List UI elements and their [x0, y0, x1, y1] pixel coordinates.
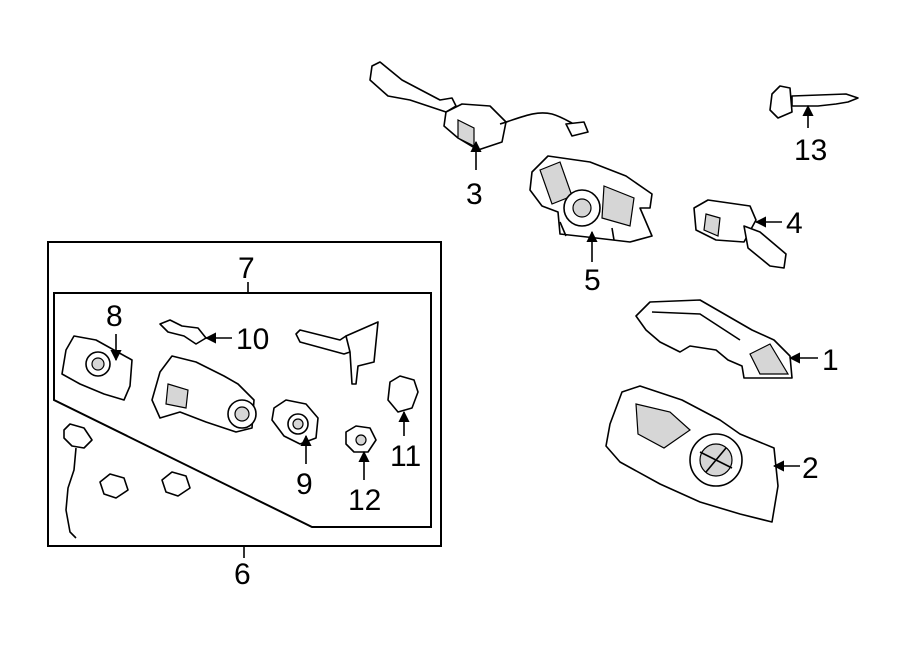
- callout-1: 1: [822, 344, 839, 377]
- ignition-lock-body[interactable]: [151, 355, 257, 433]
- callout-13: 13: [794, 134, 827, 167]
- callout-7: 7: [238, 252, 255, 285]
- callout-3: 3: [466, 178, 483, 211]
- part-12-ring[interactable]: [345, 425, 377, 453]
- part-5-switch-body[interactable]: [529, 155, 653, 243]
- part-4-wiper-switch[interactable]: [693, 199, 787, 269]
- small-sensor-a[interactable]: [99, 473, 129, 499]
- callout-8: 8: [106, 300, 123, 333]
- part-10-clip[interactable]: [159, 319, 207, 345]
- part-2-lower-column-cover[interactable]: [605, 385, 779, 523]
- callout-10: 10: [236, 323, 269, 356]
- part-9-cylinder-bezel[interactable]: [271, 399, 319, 445]
- callout-5: 5: [584, 264, 601, 297]
- small-sensor-b[interactable]: [161, 471, 191, 497]
- callout-12: 12: [348, 484, 381, 517]
- callout-11: 11: [390, 440, 421, 473]
- part-11-cap[interactable]: [387, 375, 419, 413]
- part-13-key[interactable]: [769, 85, 859, 119]
- callout-2: 2: [802, 452, 819, 485]
- callout-4: 4: [786, 207, 803, 240]
- callout-6: 6: [234, 558, 251, 591]
- wire-harness[interactable]: [63, 423, 93, 539]
- callout-9: 9: [296, 468, 313, 501]
- key-blank[interactable]: [295, 321, 379, 385]
- part-3-combination-switch[interactable]: [369, 61, 589, 151]
- part-8-lock-housing[interactable]: [61, 335, 133, 401]
- assembly-7-outline: [53, 292, 432, 528]
- part-1-upper-column-cover[interactable]: [635, 299, 793, 379]
